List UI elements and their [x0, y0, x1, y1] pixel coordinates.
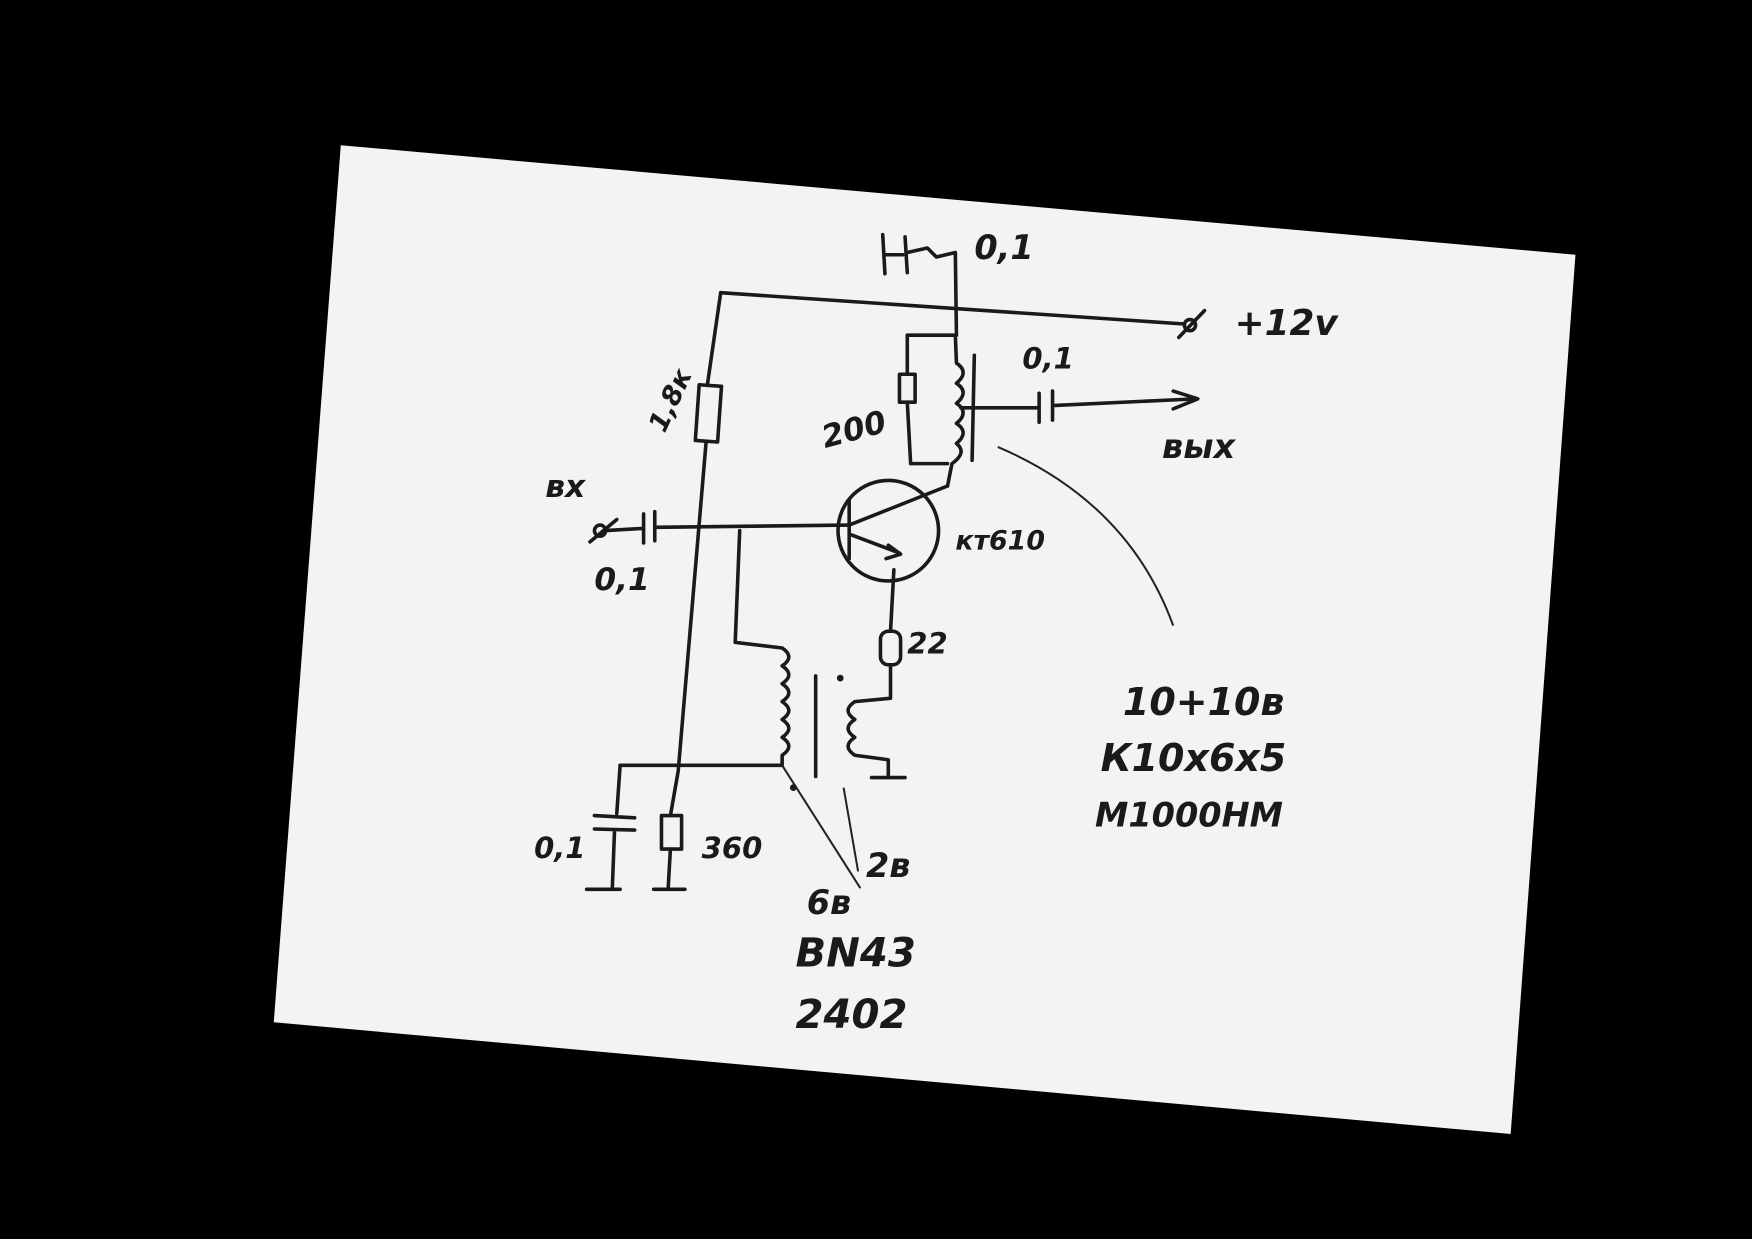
supply-voltage-label: +12v — [1235, 303, 1340, 344]
output-wire — [959, 389, 1200, 425]
supply-capacitor — [880, 232, 959, 337]
collector-coil — [945, 333, 965, 488]
bottom-cap-label: 0,1 — [534, 831, 585, 865]
transistor-label: кт610 — [955, 526, 1045, 557]
output-cap-label: 0,1 — [1022, 342, 1073, 376]
annotation-leader — [997, 445, 1175, 626]
input-wire — [601, 509, 851, 545]
transformer-note-line: 10+10в — [1123, 680, 1285, 724]
secondary-turns-label: 2в — [866, 846, 911, 885]
polarity-dot — [836, 674, 844, 682]
transformer-note-line: К10х6х5 — [1101, 736, 1287, 780]
primary-turns-label: 6в — [807, 883, 852, 922]
output-label: вых — [1162, 427, 1236, 466]
core-type-label: BN43 — [796, 930, 916, 976]
collector-resistor — [897, 372, 917, 404]
supply-cap-label: 0,1 — [974, 228, 1033, 267]
labels: 0,1 +12v 1,8к вх 0,1 200 0,1 вых кт610 2… — [534, 228, 1339, 1038]
bottom-capacitor — [584, 763, 637, 892]
supply-terminal-icon — [1177, 308, 1207, 340]
bias-wire — [705, 290, 723, 388]
schematic-drawing — [584, 232, 1207, 892]
core-part-label: 2402 — [796, 992, 908, 1038]
supply-rail — [718, 290, 1187, 326]
transformer-note-line: М1000НМ — [1095, 796, 1283, 835]
input-cap-label: 0,1 — [594, 562, 649, 598]
paper-sheet — [273, 145, 1576, 1134]
input-label: вх — [545, 469, 586, 505]
secondary-coil — [846, 662, 907, 780]
bottom-resistor-label: 360 — [702, 831, 763, 865]
transistor-symbol — [836, 478, 941, 583]
emitter-resistor-label: 22 — [907, 627, 947, 661]
collector-tank-wire — [905, 333, 958, 466]
ground-symbol — [651, 847, 687, 892]
polarity-dot — [789, 784, 797, 791]
